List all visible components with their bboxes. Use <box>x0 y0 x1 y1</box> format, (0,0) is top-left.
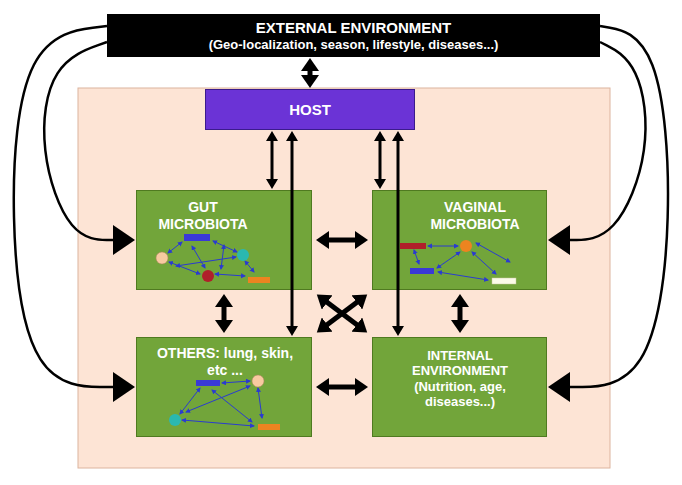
node-title: EXTERNAL ENVIRONMENT <box>256 19 452 37</box>
node-body: (Geo-localization, season, lifestyle, di… <box>209 37 499 52</box>
host-box: HOST <box>205 89 415 130</box>
environment-box: INTERNAL ENVIRONMENT(Nutrition, age, dis… <box>372 337 547 437</box>
connector-arrow <box>271 140 274 180</box>
node-body: (Nutrition, age, diseases...) <box>385 379 535 410</box>
connector-arrow <box>44 42 114 240</box>
connector-arrow <box>326 302 357 325</box>
connector-arrow <box>569 42 645 240</box>
connector-arrow <box>308 70 313 76</box>
node-title: HOST <box>289 101 331 119</box>
microbiota-box: OTHERS: lung, skin, etc ... <box>136 337 312 437</box>
connector-arrow <box>458 306 463 321</box>
external-bar: EXTERNAL ENVIRONMENT(Geo-localization, s… <box>107 14 600 57</box>
host-panel <box>78 88 610 468</box>
connector-arrow <box>379 140 382 180</box>
connector-arrow <box>326 302 357 325</box>
interaction-arrows <box>168 241 510 426</box>
node-title: INTERNAL ENVIRONMENT <box>385 348 535 379</box>
node-title: GUT MICROBIOTA <box>151 199 255 232</box>
connector-arrow <box>291 140 294 327</box>
connector-arrow <box>328 238 356 243</box>
connector-arrow <box>222 306 227 321</box>
connector-arrow <box>14 26 114 387</box>
node-title: VAGINAL MICROBIOTA <box>423 199 527 232</box>
node-title: OTHERS: lung, skin, etc ... <box>145 345 305 378</box>
connector-arrow <box>569 26 668 387</box>
connector-arrow <box>328 385 356 390</box>
microbes <box>156 234 516 430</box>
connector-arrow <box>397 140 400 327</box>
